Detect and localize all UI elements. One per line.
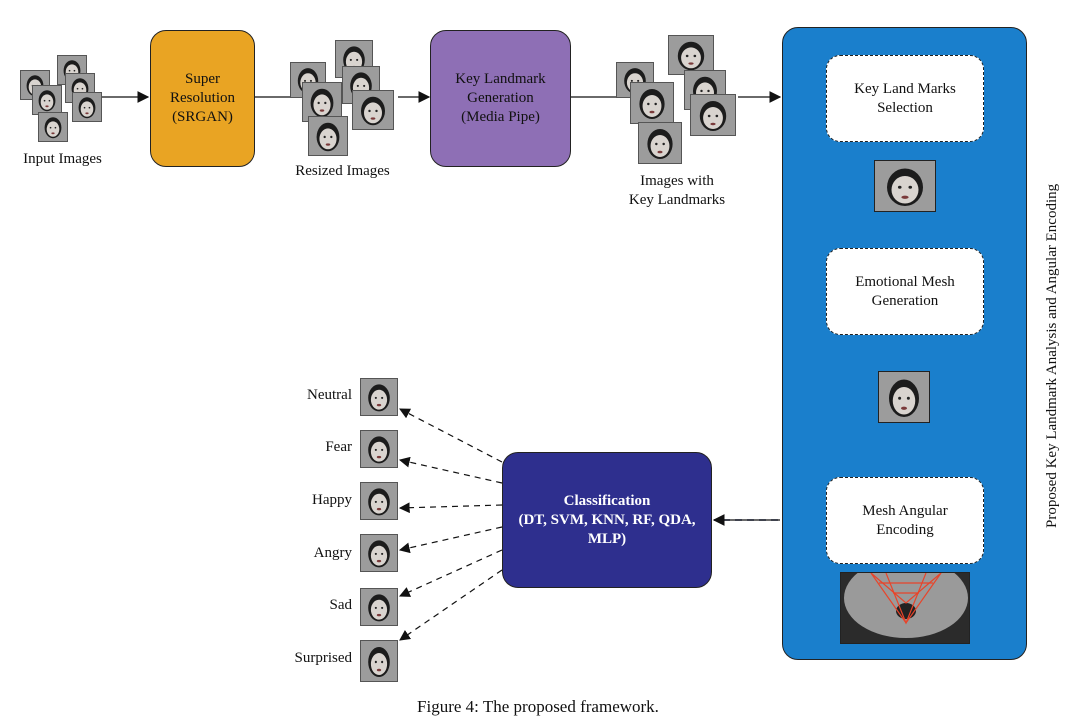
input-images-label: Input Images [23, 151, 102, 167]
srgan-box: Super Resolution (SRGAN) [150, 30, 255, 167]
arrow-to-surprised [399, 569, 503, 641]
face-thumbnail [32, 85, 62, 115]
face-thumbnail [360, 378, 398, 416]
face-thumbnail [360, 588, 398, 626]
classification-methods: (DT, SVM, KNN, RF, QDA, MLP) [518, 511, 696, 547]
face-thumbnail [302, 82, 342, 122]
srgan-label: Super Resolution (SRGAN) [169, 71, 235, 125]
arrow-to-happy [398, 502, 503, 514]
face-thumbnail [630, 82, 674, 124]
classification-box: Classification (DT, SVM, KNN, RF, QDA, M… [502, 452, 712, 588]
emotion-label: Sad [329, 597, 353, 613]
face-thumbnail [638, 122, 682, 164]
landmark-generation-box: Key Landmark Generation (Media Pipe) [430, 30, 571, 167]
mesh-angular-box: Mesh Angular Encoding [826, 477, 984, 564]
face-thumbnail [874, 160, 936, 212]
key-landmarks-selection-box: Key Land Marks Selection [826, 55, 984, 142]
figure-caption: Figure 4: The proposed framework. [417, 697, 659, 716]
face-thumbnail [360, 534, 398, 572]
classification-title: Classification [563, 492, 651, 509]
emotion-label: Fear [325, 439, 352, 455]
face-thumbnail [308, 116, 348, 156]
mesh-angular-image [840, 572, 970, 644]
arrow-to-sad [399, 549, 503, 597]
face-thumbnail [352, 90, 394, 130]
emotion-label: Neutral [307, 387, 352, 403]
angular-mesh-overlay [841, 573, 969, 643]
emotion-label: Surprised [294, 650, 353, 666]
mesh-angular-label: Mesh Angular Encoding [862, 502, 948, 538]
face-thumbnail [360, 430, 398, 468]
face-thumbnail [878, 371, 930, 423]
arrow-to-neutral [399, 408, 503, 463]
key-landmarks-selection-label: Key Land Marks Selection [854, 80, 956, 116]
emotion-label: Angry [313, 545, 352, 561]
face-thumbnail [72, 92, 102, 122]
arrow-to-fear [398, 456, 503, 484]
face-thumbnail [360, 482, 398, 520]
face-thumbnail [668, 35, 714, 75]
emotional-mesh-label: Emotional Mesh Generation [855, 273, 955, 309]
emotion-label: Happy [312, 492, 352, 508]
arrow-to-angry [398, 526, 503, 554]
face-thumbnail [38, 112, 68, 142]
face-thumbnail [690, 94, 736, 136]
landmark-generation-label: Key Landmark Generation (Media Pipe) [455, 71, 546, 125]
emotional-mesh-box: Emotional Mesh Generation [826, 248, 984, 335]
face-thumbnail [360, 640, 398, 682]
images-landmarks-label: Images with Key Landmarks [628, 173, 726, 208]
resized-images-label: Resized Images [295, 163, 390, 179]
panel-title: Proposed Key Landmark Analysis and Angul… [1044, 183, 1060, 528]
